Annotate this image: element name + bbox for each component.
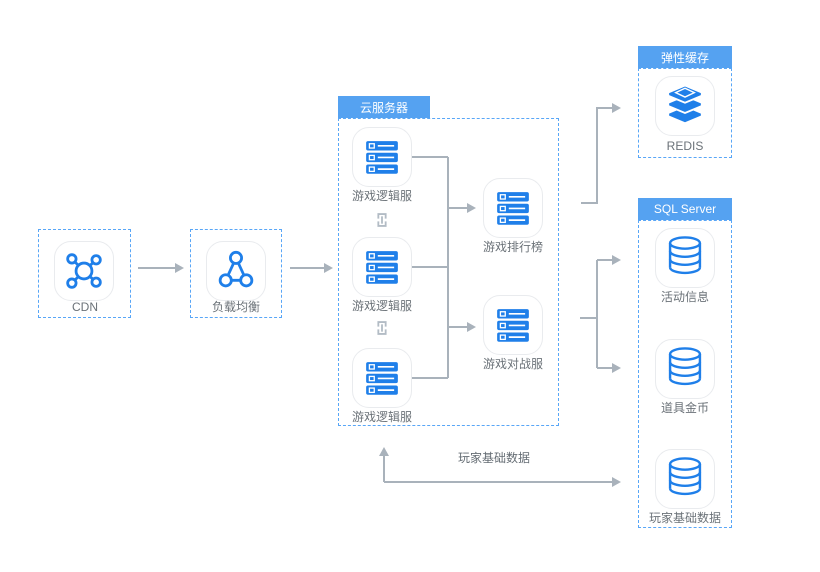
load-balancer-node [206, 241, 266, 301]
player-data-flow-label: 玩家基础数据 [457, 451, 530, 465]
cloud-group-box [338, 118, 559, 426]
player-db-node [655, 449, 715, 509]
server-icon [354, 129, 410, 185]
redis-layers-icon [657, 78, 713, 134]
logic-server-1-node [352, 127, 412, 187]
server-icon [485, 180, 541, 236]
server-icon [354, 239, 410, 295]
leaderboard-node [483, 178, 543, 238]
chain-link-icon [371, 209, 393, 231]
logic-server-3-node [352, 348, 412, 408]
cdn-box [38, 229, 131, 318]
load-balancer-box [190, 229, 282, 318]
leaderboard-label: 游戏排行榜 [482, 240, 543, 254]
cdn-label: CDN [72, 300, 98, 314]
cdn-icon [56, 243, 112, 299]
battle-server-label: 游戏对战服 [482, 357, 543, 371]
database-icon [657, 341, 713, 397]
cloud-group-title: 云服务器 [359, 100, 408, 115]
logic-server-3-label: 游戏逻辑服 [351, 410, 412, 424]
battle-server-node [483, 295, 543, 355]
load-balancer-label: 负载均衡 [211, 300, 260, 314]
redis-node [655, 76, 715, 136]
items-db-label: 道具金币 [660, 401, 709, 415]
sql-group-title: SQL Server [653, 202, 717, 216]
sql-group-tab: SQL Server [638, 198, 732, 220]
cdn-node [54, 241, 114, 301]
items-db-node [655, 339, 715, 399]
database-icon [657, 230, 713, 286]
server-icon [485, 297, 541, 353]
sql-group-box [638, 220, 732, 528]
player-db-label: 玩家基础数据 [648, 511, 721, 525]
logic-server-2-label: 游戏逻辑服 [351, 299, 412, 313]
activity-db-node [655, 228, 715, 288]
server-icon [354, 350, 410, 406]
cache-group-tab: 弹性缓存 [638, 46, 732, 68]
cache-group-box [638, 68, 732, 158]
cloud-group-tab: 云服务器 [338, 96, 430, 118]
activity-db-label: 活动信息 [660, 290, 709, 304]
logic-server-2-node [352, 237, 412, 297]
load-balancer-icon [208, 243, 264, 299]
cache-group-title: 弹性缓存 [660, 50, 709, 65]
logic-server-1-label: 游戏逻辑服 [351, 189, 412, 203]
redis-label: REDIS [666, 139, 704, 153]
chain-link-icon [371, 317, 393, 339]
database-icon [657, 451, 713, 507]
